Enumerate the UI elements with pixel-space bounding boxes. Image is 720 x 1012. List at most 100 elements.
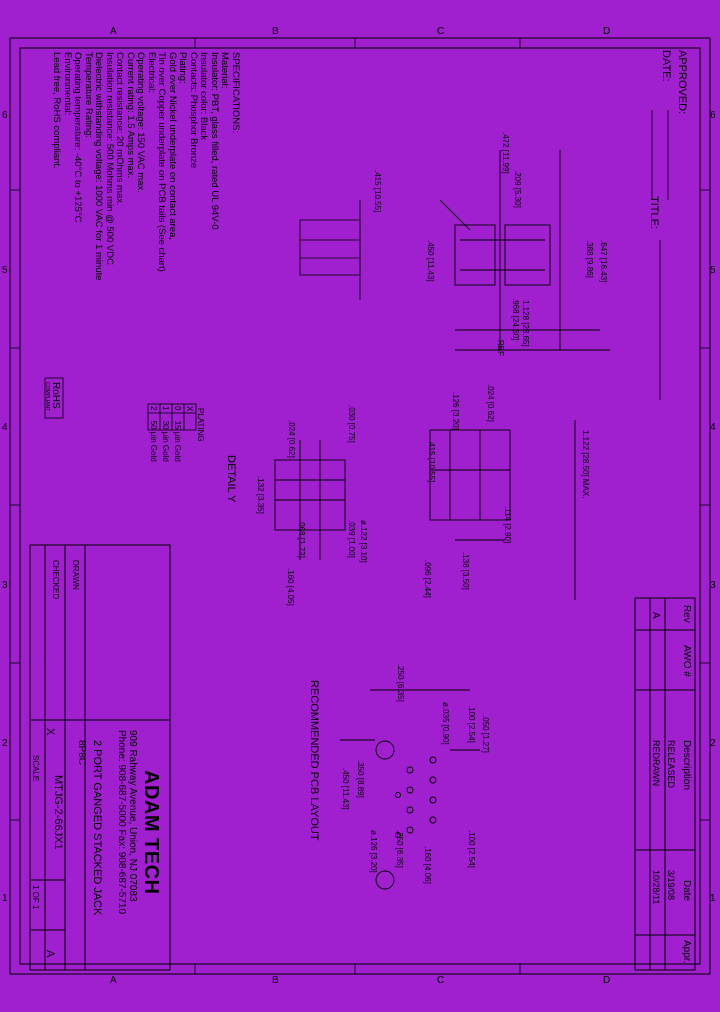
zone-number: 4 [2,422,8,433]
connector-front-view [429,420,576,600]
rev-cell: RELEASED [666,740,676,789]
dim-label: .450 [11.43] [426,240,435,282]
spec-line: Contact resistance: 20 mOhms max. [114,52,126,206]
dim-label: ø.122 [3.10] [359,520,368,563]
dim-label: .132 [3.35] [256,476,265,514]
spec-line: Insulator: PBT, glass filled, rated UL 9… [209,52,220,230]
spec-line: Tin over Copper underplate on PCB tails … [156,52,168,272]
dim-label: .160 [4.05] [286,568,295,606]
pcb-layout-view [340,689,480,890]
zone-number: 2 [2,738,8,749]
dim-label: .114 [2.90] [503,506,512,544]
zone-letter: A [110,975,117,986]
rohs-label: RoHS [50,382,61,409]
zone-number: 6 [2,110,8,121]
dim-label: .472 [11.99] [501,132,510,174]
dim-label: .126 [3.20] [451,392,460,430]
approved-label: APPROVED: [676,50,688,115]
zone-number: 2 [710,738,716,749]
connector-side-view [299,200,361,300]
spec-line: Lead free, RoHS compliant. [51,52,63,169]
dim-label: .096 [2.44] [423,560,432,598]
title-label: TITLE: [648,196,660,230]
rev-cell: REDRAWN [651,740,661,787]
scale-value: X [44,728,56,736]
title-small-label: SCALE [31,755,40,782]
detail-y-view [274,440,346,560]
zone-letter: B [272,26,279,37]
zone-number: 1 [710,893,716,904]
dim-label: .100 [2.54] [467,830,476,868]
dim-label: .250 [6.35] [395,830,404,868]
title-block-grid [29,544,171,971]
approval-lines [651,110,669,400]
plating-row: 2 50 µin Gold [149,406,158,462]
dim-label: .100 [2.54] [467,705,476,743]
part-subdescription: 8P8C [76,740,87,766]
rohs-box [44,377,64,419]
dim-label: .050 [1.27] [481,715,490,753]
zone-number: 5 [710,265,716,276]
dim-label: .968 [24.60] [511,298,520,341]
dim-label: .450 [11.43] [341,768,350,810]
company-name: ADAM TECH [140,770,162,895]
plating-row: X [185,406,194,412]
zone-number: 1 [2,893,8,904]
spec-heading: SPECIFICATIONS: [230,52,241,134]
plating-table-grid [147,403,197,431]
rev-header: Appr. [681,940,692,964]
dim-label: .647 [16.43] [599,240,608,283]
spec-line: Operating voltage: 150 VAC max. [135,52,147,193]
dim-label: ø.126 [3.20] [369,830,378,873]
zone-number: 3 [710,580,716,591]
date-label: DATE: [660,50,672,82]
zone-letter: D [603,975,611,986]
zone-letter: D [603,26,611,37]
spec-line: Electrical: [146,52,157,94]
zone-letter: C [437,975,445,986]
spec-line: Insulation resistance: 500 Mohms min @ 5… [104,52,115,265]
spec-line: Environmental: [62,52,73,116]
spec-line: Contacts: Phosphor Bronze [188,52,199,169]
spec-line: Dielectric withstanding voltage: 1000 VA… [93,52,105,281]
dim-label: .415 [10.55] [373,170,382,213]
dim-label: .039 [1.00] [347,520,356,558]
spec-line: Current rating: 1.5 Amps max. [125,52,136,179]
revision-block-grid [634,597,696,971]
dim-label: .030 [0.75] [347,405,356,443]
rev-header: AWO # [681,645,692,677]
dim-label: .388 [9.86] [585,240,594,278]
rev-cell: 10/28/11 [651,870,661,905]
dim-label: 1.128 [28.65] [521,300,530,347]
inner-border [19,47,701,965]
plating-row: 0 15 µin Gold [173,406,182,462]
spec-line: Operating temperature: -40°C to +125°C [72,52,84,223]
dim-label: .138 [3.50] [461,552,470,590]
outer-border [9,37,711,975]
dim-label: .068 [1.72] [297,520,306,558]
zone-letter: C [437,26,445,37]
spec-line: Material: [219,52,231,89]
pcb-layout-label: RECOMMENDED PCB LAYOUT [308,680,320,841]
rev-header: Date [681,880,692,902]
zone-letter: A [110,26,117,37]
plating-header: PLATING [196,408,205,442]
zone-number: 5 [2,265,8,276]
spec-line: Gold over Nickel underplate on contact a… [167,52,178,240]
spec-line: Plating: [177,52,189,84]
rohs-sub: COMPLIANT [44,382,50,412]
company-address: 909 Rahway Avenue, Union, NJ 07083 [127,730,138,902]
title-small-label: DRAWN [71,560,80,590]
detail-label: DETAIL Y [225,455,237,503]
rev-cell: A [650,612,661,619]
zone-letter: B [272,975,279,986]
zone-number: 3 [2,580,8,591]
dim-label: .160 [4.06] [423,846,432,884]
rev-header: Rev [681,605,692,623]
dim-label: .024 [0.62] [287,420,296,458]
dim-label: .209 [5.30] [513,170,522,208]
zone-number: 6 [710,110,716,121]
dim-label: .250 [6.35] [396,664,405,702]
connector-top-view [439,150,610,351]
